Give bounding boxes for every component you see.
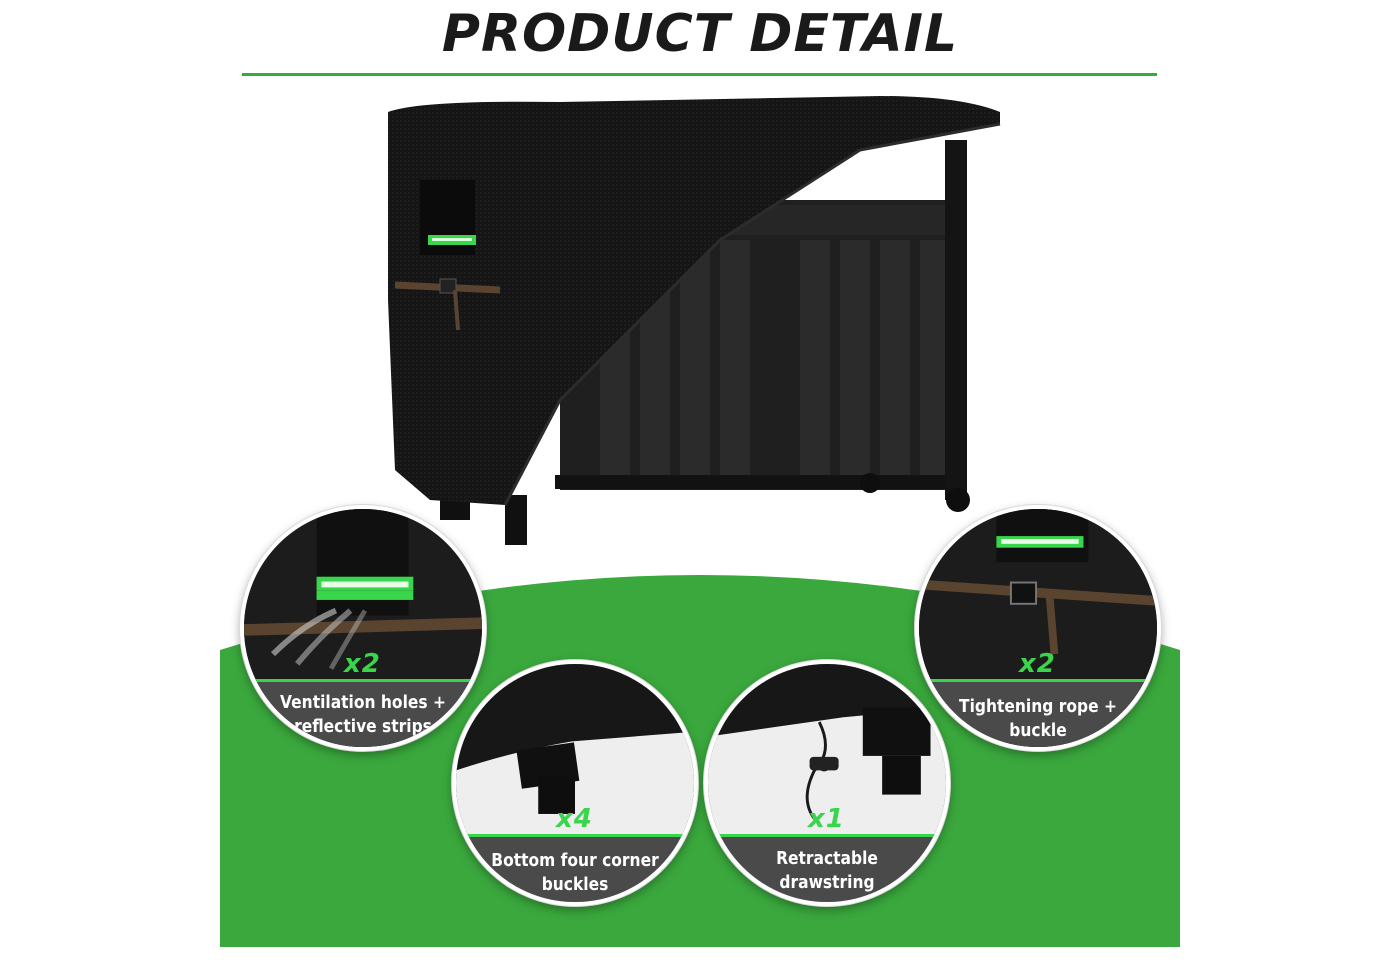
- feature-ventilation: x2 Ventilation holes + reflective strips: [240, 505, 486, 751]
- caption-band: [708, 834, 946, 902]
- title-divider: [242, 73, 1157, 76]
- feature-caption-line2: buckle: [1009, 720, 1067, 741]
- caption-band: [919, 679, 1157, 747]
- feature-corner-buckles: x4 Bottom four corner buckles: [452, 660, 698, 906]
- feature-caption-line1: Bottom four corner: [491, 850, 659, 871]
- feature-tightening-rope: x2 Tightening rope + buckle: [915, 505, 1161, 751]
- feature-caption-line2: drawstring: [779, 872, 875, 893]
- feature-drawstring: x1 Retractable drawstring: [704, 660, 950, 906]
- feature-caption-line2: reflective strips: [294, 716, 432, 737]
- feature-caption-line2: buckles: [541, 874, 609, 895]
- quantity-label: x2: [1019, 649, 1056, 679]
- caption-band: [244, 679, 482, 747]
- caption-band: [456, 834, 694, 902]
- feature-caption-line1: Ventilation holes +: [280, 692, 446, 713]
- feature-caption-line1: Retractable: [776, 848, 878, 869]
- page-title: PRODUCT DETAIL: [441, 4, 959, 64]
- quantity-label: x4: [556, 804, 593, 834]
- quantity-label: x1: [808, 804, 845, 834]
- quantity-label: x2: [344, 649, 381, 679]
- feature-caption-line1: Tightening rope +: [959, 696, 1117, 717]
